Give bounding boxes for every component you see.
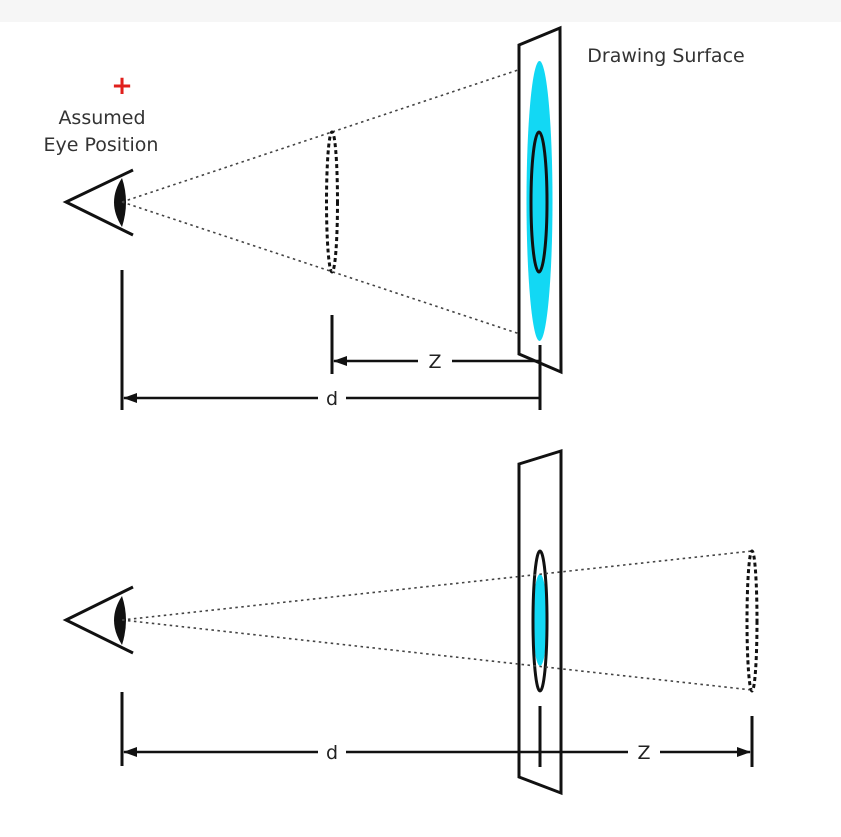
d-label-top: d [326,388,338,410]
z-label-top: Z [428,351,441,373]
d-label-bottom: d [326,742,338,764]
surface-object-ellipse [529,130,549,274]
assumed-eye-label-line2: Eye Position [44,134,159,156]
assumed-eye-label-line1: Assumed [58,107,145,129]
sight-line-lower [121,201,539,341]
eye-icon-bottom [62,585,134,655]
sight-line-upper [121,64,534,203]
projected-image-cyan [526,61,553,341]
eye-icon [62,168,134,237]
sight-line-upper-bottom [121,550,753,621]
sight-line-lower-bottom [121,619,753,691]
projected-image-cyan-bottom [533,574,547,666]
surface-object-ellipse-bottom [531,549,549,693]
z-label-bottom: Z [637,742,650,764]
virtual-object-ellipse [325,130,339,274]
virtual-object-ellipse-bottom [745,549,759,693]
eye-position-marker: + [111,71,133,101]
top-shade [0,0,841,22]
bottom-panel: d Z [62,448,759,796]
drawing-surface-label: Drawing Surface [587,45,744,67]
top-panel: + Assumed Eye Position Drawing Surface Z [44,25,745,410]
